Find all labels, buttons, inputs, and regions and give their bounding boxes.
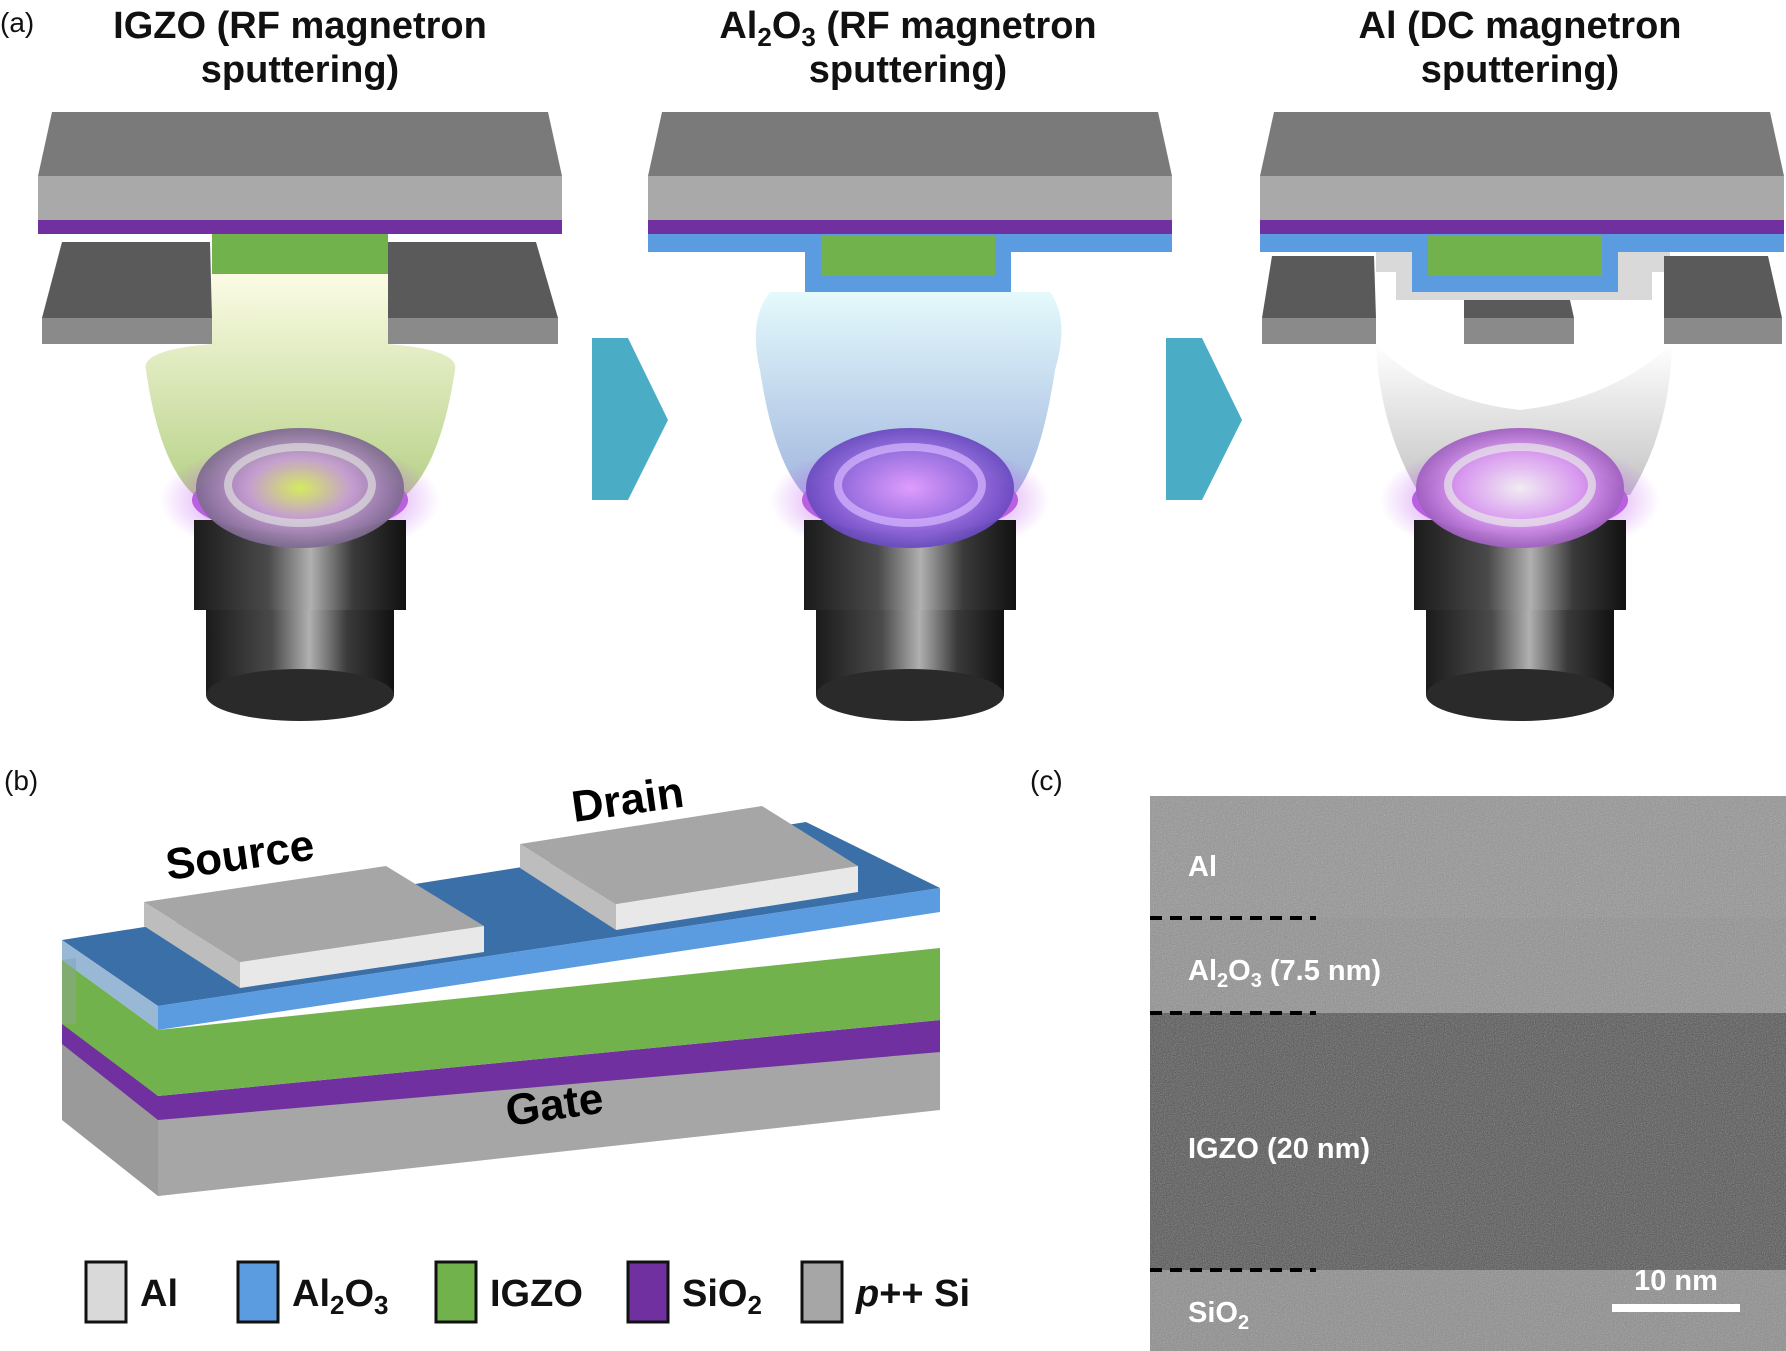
igzo-deposit xyxy=(821,236,995,276)
sio2-layer xyxy=(38,220,562,234)
legend-swatch-sio2 xyxy=(626,1260,670,1324)
step3-title-line2: sputtering) xyxy=(1421,49,1619,91)
step3-sputter-setup xyxy=(1260,112,1784,721)
drain-top xyxy=(520,806,858,904)
holder-front xyxy=(1260,176,1784,220)
mask-right-front xyxy=(1664,318,1782,344)
tem-label-sio2: SiO2 xyxy=(1188,1297,1249,1334)
holder-top xyxy=(38,112,562,176)
source-left xyxy=(144,902,240,988)
process-arrow-1 xyxy=(592,338,668,500)
target-ring xyxy=(834,443,986,527)
tem-label-igzo: IGZO (20 nm) xyxy=(1188,1133,1370,1165)
mask-left-top xyxy=(42,242,212,318)
target-bottom xyxy=(206,669,394,721)
target-bottom xyxy=(1426,669,1614,721)
step1-title-line1: IGZO (RF magnetron xyxy=(113,5,487,47)
legend-swatch-si xyxy=(800,1260,844,1324)
legend-label-al: Al xyxy=(140,1273,178,1315)
target-ring xyxy=(1444,443,1596,527)
sio2-layer xyxy=(62,1020,940,1120)
target-ring xyxy=(224,443,376,527)
source-front xyxy=(240,926,484,988)
drain-left xyxy=(520,844,616,930)
tem-image xyxy=(1150,796,1786,1351)
process-arrow-2 xyxy=(1166,338,1242,500)
holder-top xyxy=(1260,112,1784,176)
legend: Al Al2O3 IGZO SiO2 p++ Si xyxy=(84,1260,970,1324)
igzo-deposit xyxy=(1428,236,1602,276)
tft-device-3d xyxy=(62,806,940,1196)
scale-bar xyxy=(1612,1304,1740,1312)
tem-noise-texture xyxy=(1150,796,1786,1351)
panel-label-a: (a) xyxy=(0,7,34,38)
drain-front xyxy=(616,866,858,930)
mask-right-top xyxy=(1664,256,1782,318)
al2o3-front-face xyxy=(158,888,940,1030)
step2-title-line1: Al2O3 (RF magnetron xyxy=(719,5,1096,52)
legend-label-si: p++ Si xyxy=(855,1273,970,1315)
source-top xyxy=(144,866,484,962)
holder-top xyxy=(648,112,1172,176)
legend-label-al2o3: Al2O3 xyxy=(292,1273,389,1320)
step3-title-line1: Al (DC magnetron xyxy=(1359,5,1682,47)
step2-title-line2: sputtering) xyxy=(809,49,1007,91)
holder-front xyxy=(38,176,562,220)
mask-left-front xyxy=(42,318,212,344)
target-bottom xyxy=(816,669,1004,721)
step1-title-line2: sputtering) xyxy=(201,49,399,91)
panel-label-b: (b) xyxy=(4,765,38,796)
tem-label-al: Al xyxy=(1188,851,1217,883)
legend-label-sio2: SiO2 xyxy=(682,1273,762,1320)
legend-swatch-al xyxy=(84,1260,128,1324)
igzo-layer xyxy=(62,948,940,1096)
mask-right-front xyxy=(388,318,558,344)
mask-center-front xyxy=(1464,318,1574,344)
legend-label-igzo: IGZO xyxy=(490,1273,583,1315)
igzo-edge xyxy=(62,958,76,1024)
mask-left-top xyxy=(1262,256,1376,318)
scale-bar-label: 10 nm xyxy=(1634,1265,1718,1297)
mask-center-top xyxy=(1464,300,1574,318)
holder-front xyxy=(648,176,1172,220)
sio2-layer xyxy=(1260,220,1784,234)
sio2-layer xyxy=(648,220,1172,234)
step1-sputter-setup xyxy=(38,112,562,721)
mask-right-top xyxy=(388,242,558,318)
tem-label-al2o3: Al2O3 (7.5 nm) xyxy=(1188,955,1381,992)
step2-sputter-setup xyxy=(648,112,1172,721)
legend-swatch-igzo xyxy=(434,1260,478,1324)
panel-label-c: (c) xyxy=(1030,765,1063,796)
plume xyxy=(145,274,456,500)
si-front-face xyxy=(158,1052,940,1196)
legend-swatch-al2o3 xyxy=(236,1260,280,1324)
mask-left-front xyxy=(1262,318,1376,344)
al2o3-left-face xyxy=(62,940,158,1030)
source-label: Source xyxy=(163,821,318,890)
igzo-deposit xyxy=(212,234,388,274)
